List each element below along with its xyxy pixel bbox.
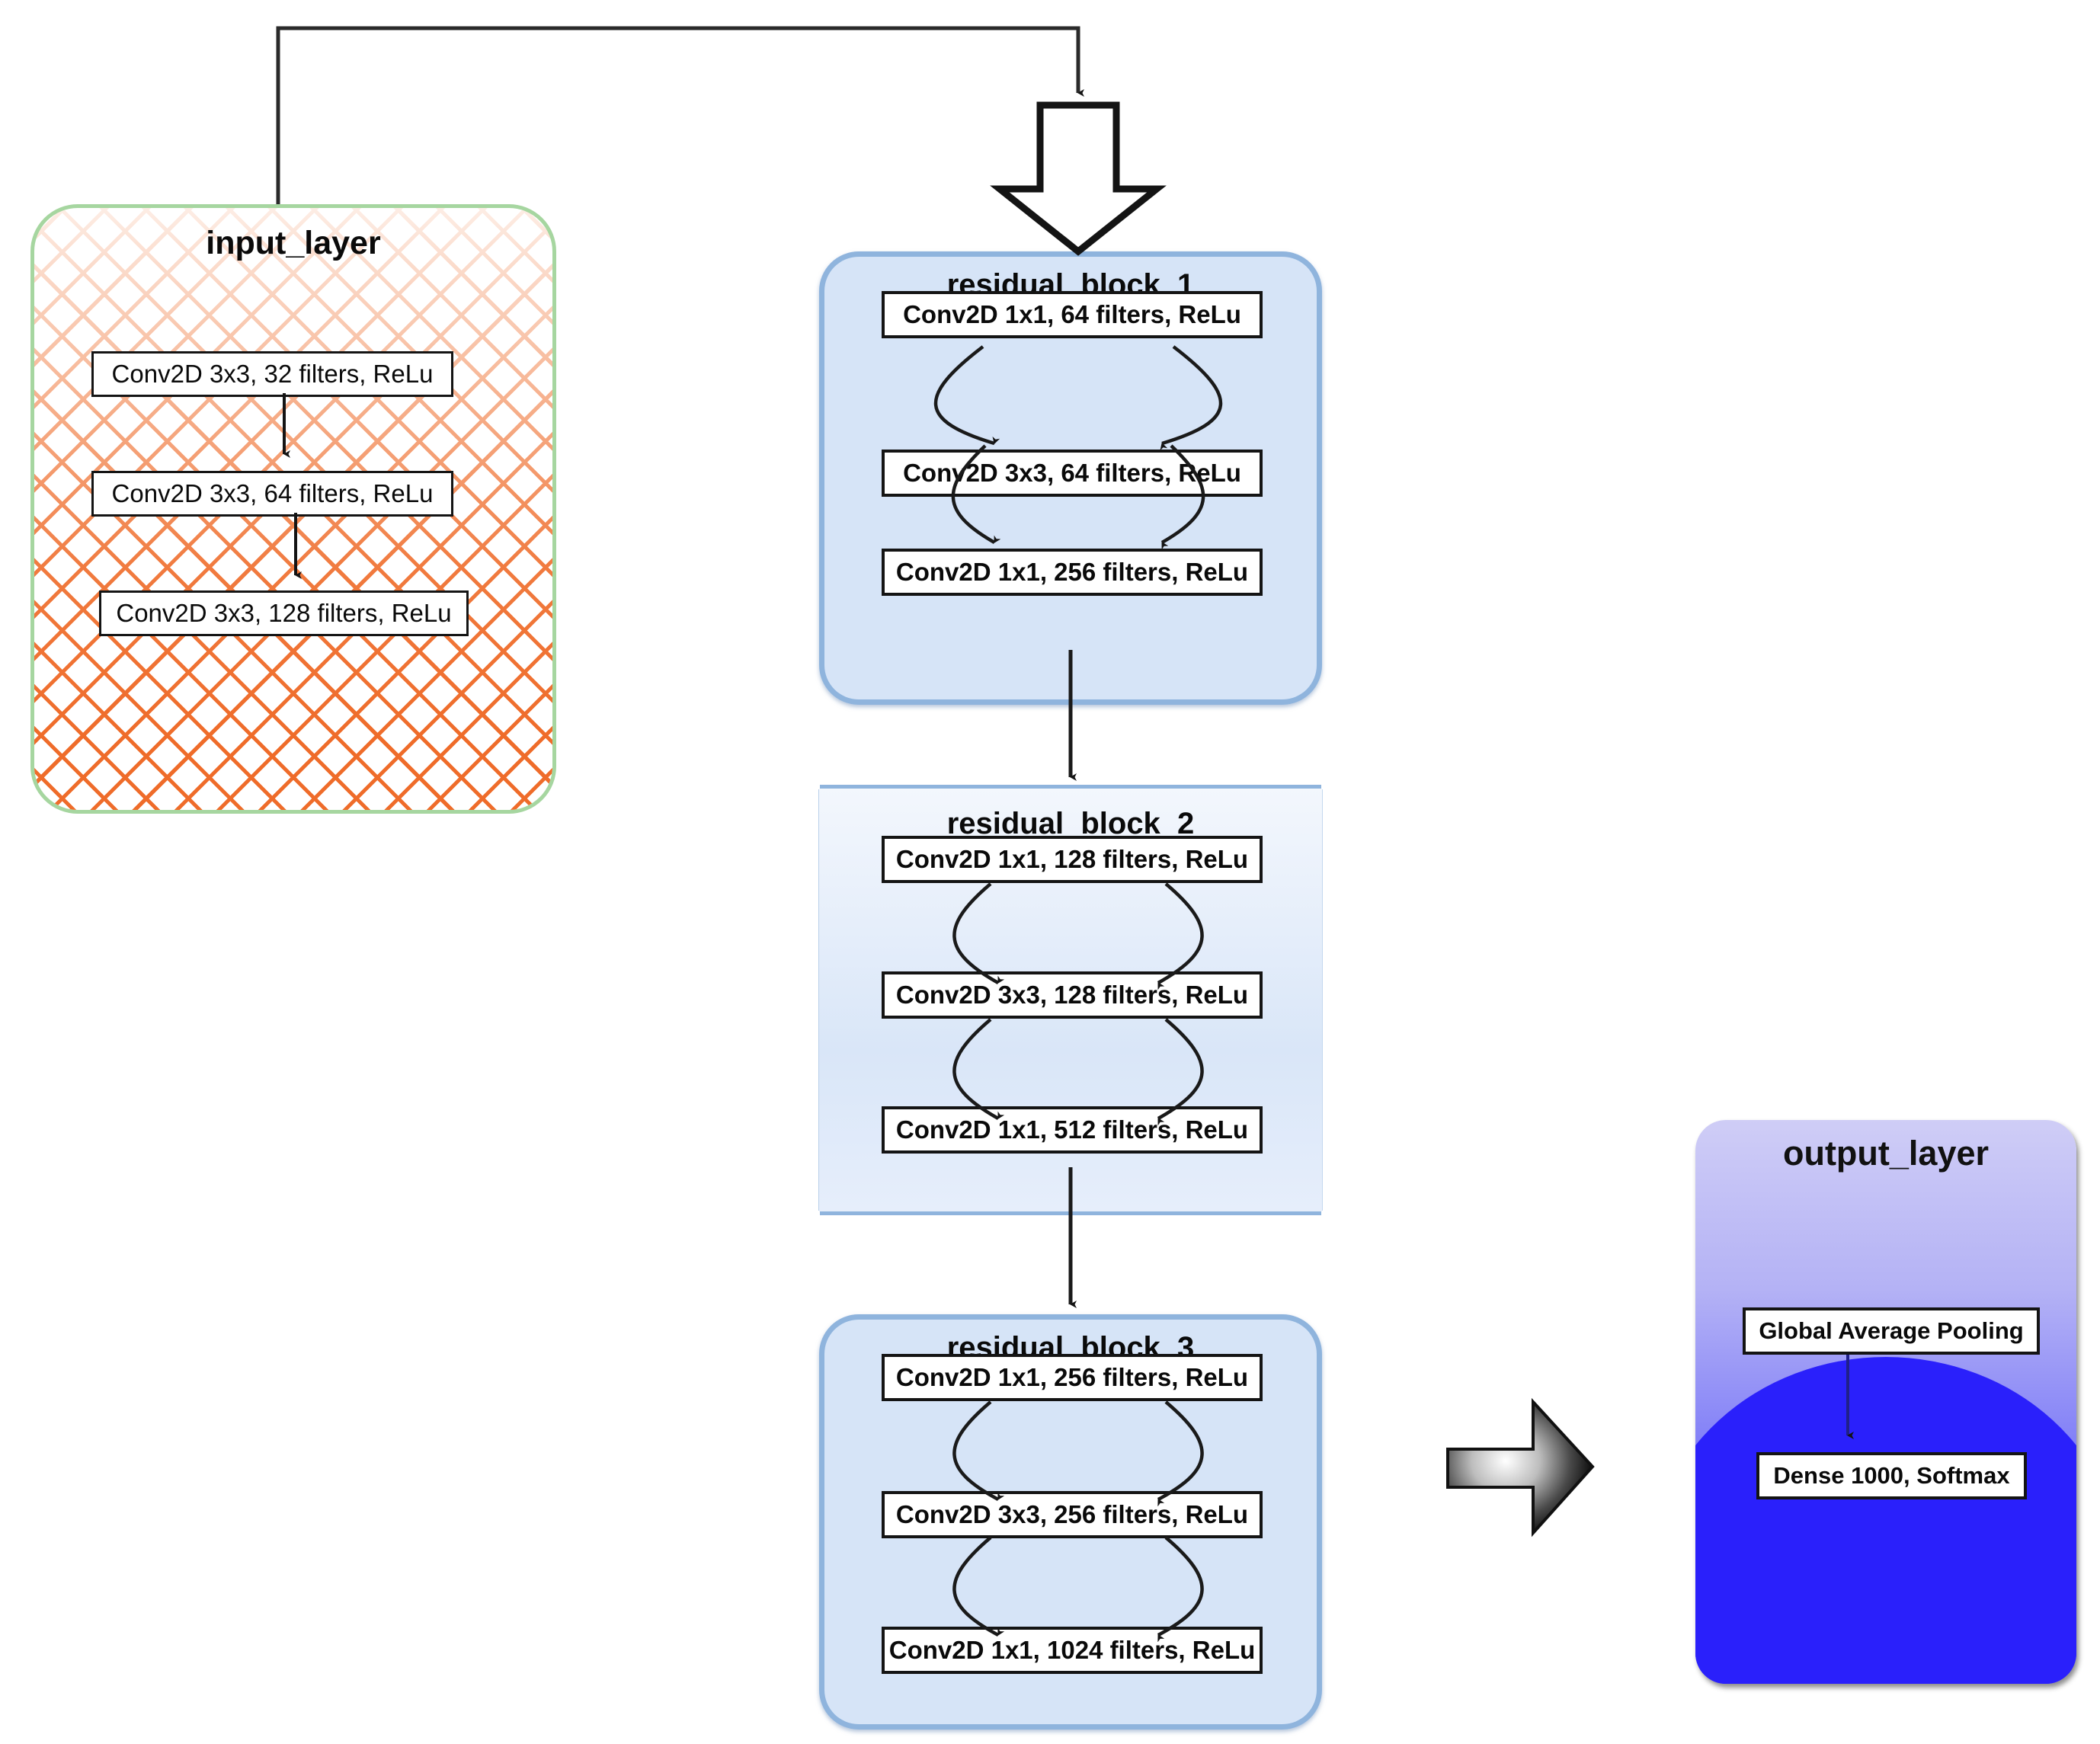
node-dense-1000-softmax[interactable]: Dense 1000, Softmax <box>1756 1452 2027 1499</box>
node-global-average-pooling[interactable]: Global Average Pooling <box>1743 1307 2040 1355</box>
node-conv2d-3x3-128[interactable]: Conv2D 3x3, 128 filters, ReLu <box>99 590 469 636</box>
residual-block-1-group[interactable]: residual_block_1 Conv2D 1x1, 64 filters,… <box>819 251 1322 705</box>
node-label: Conv2D 3x3, 64 filters, ReLu <box>111 479 434 507</box>
input-to-block1-wire <box>276 26 1084 204</box>
node-conv2d-1x1-512[interactable]: Conv2D 1x1, 512 filters, ReLu <box>882 1106 1263 1154</box>
node-label: Conv2D 3x3, 64 filters, ReLu <box>903 459 1241 487</box>
input-layer-title: input_layer <box>206 225 381 261</box>
node-conv2d-1x1-128[interactable]: Conv2D 1x1, 128 filters, ReLu <box>882 836 1263 883</box>
residual-block-3-group[interactable]: residual_block_3 Conv2D 1x1, 256 filters… <box>819 1314 1322 1730</box>
node-label: Conv2D 1x1, 512 filters, ReLu <box>895 1115 1249 1144</box>
node-conv2d-3x3-32[interactable]: Conv2D 3x3, 32 filters, ReLu <box>91 351 453 397</box>
residual-block-2-title: residual_block_2 <box>946 807 1195 840</box>
node-conv2d-1x1-256[interactable]: Conv2D 1x1, 256 filters, ReLu <box>882 1354 1263 1401</box>
gradient-wave-shape <box>1695 1356 2076 1684</box>
node-conv2d-3x3-256[interactable]: Conv2D 3x3, 256 filters, ReLu <box>882 1491 1263 1538</box>
output-layer-group[interactable]: output_layer Global Average Pooling Dens… <box>1695 1120 2076 1684</box>
node-conv2d-3x3-64[interactable]: Conv2D 3x3, 64 filters, ReLu <box>882 450 1263 497</box>
node-label: Conv2D 1x1, 64 filters, ReLu <box>903 300 1241 328</box>
node-label: Conv2D 1x1, 1024 filters, ReLu <box>888 1636 1256 1664</box>
node-conv2d-1x1-256[interactable]: Conv2D 1x1, 256 filters, ReLu <box>882 549 1263 596</box>
node-label: Conv2D 3x3, 128 filters, ReLu <box>895 981 1249 1009</box>
node-label: Dense 1000, Softmax <box>1773 1462 2010 1489</box>
node-conv2d-1x1-64[interactable]: Conv2D 1x1, 64 filters, ReLu <box>882 291 1263 338</box>
node-label: Global Average Pooling <box>1759 1317 2024 1344</box>
input-layer-group[interactable]: input_layer Conv2D 3x3, 32 filters, ReLu… <box>30 204 556 814</box>
node-label: Conv2D 1x1, 256 filters, ReLu <box>895 558 1249 586</box>
node-label: Conv2D 3x3, 32 filters, ReLu <box>111 360 434 388</box>
node-conv2d-3x3-64[interactable]: Conv2D 3x3, 64 filters, ReLu <box>91 471 453 517</box>
node-label: Conv2D 1x1, 128 filters, ReLu <box>895 845 1249 873</box>
node-label: Conv2D 3x3, 128 filters, ReLu <box>116 599 452 627</box>
node-conv2d-1x1-1024[interactable]: Conv2D 1x1, 1024 filters, ReLu <box>882 1627 1263 1674</box>
residual-block-2-group[interactable]: residual_block_2 Conv2D 1x1, 128 filters… <box>819 789 1322 1211</box>
node-label: Conv2D 3x3, 256 filters, ReLu <box>895 1500 1249 1528</box>
hollow-down-arrow-icon <box>990 101 1167 256</box>
node-conv2d-3x3-128[interactable]: Conv2D 3x3, 128 filters, ReLu <box>882 971 1263 1019</box>
node-label: Conv2D 1x1, 256 filters, ReLu <box>895 1363 1249 1391</box>
output-layer-title: output_layer <box>1782 1134 1990 1173</box>
gradient-right-arrow-icon <box>1446 1397 1595 1538</box>
